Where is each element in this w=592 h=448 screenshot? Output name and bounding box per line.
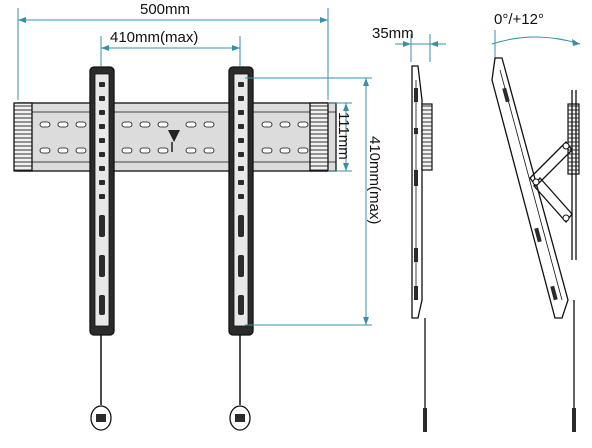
label-tilt: 0°/+12° — [494, 11, 544, 28]
dimension-lines — [17, 8, 581, 326]
front-view — [13, 66, 337, 431]
label-111mm: 111mm — [335, 112, 352, 160]
label-410mm-max-horizontal: 410mm(max) — [110, 29, 198, 46]
label-35mm: 35mm — [372, 25, 414, 42]
right-end-pad — [309, 102, 329, 172]
level-icon — [168, 130, 180, 152]
right-vertical-arm — [228, 66, 254, 431]
tilted-side-view — [491, 57, 580, 432]
side-view — [411, 65, 433, 432]
label-500mm: 500mm — [140, 1, 190, 18]
plate-slots — [39, 121, 309, 154]
left-vertical-arm — [89, 66, 115, 431]
left-end-pad — [13, 102, 33, 172]
label-410mm-max-vertical: 410mm(max) — [366, 136, 383, 224]
wall-plate — [17, 102, 337, 172]
